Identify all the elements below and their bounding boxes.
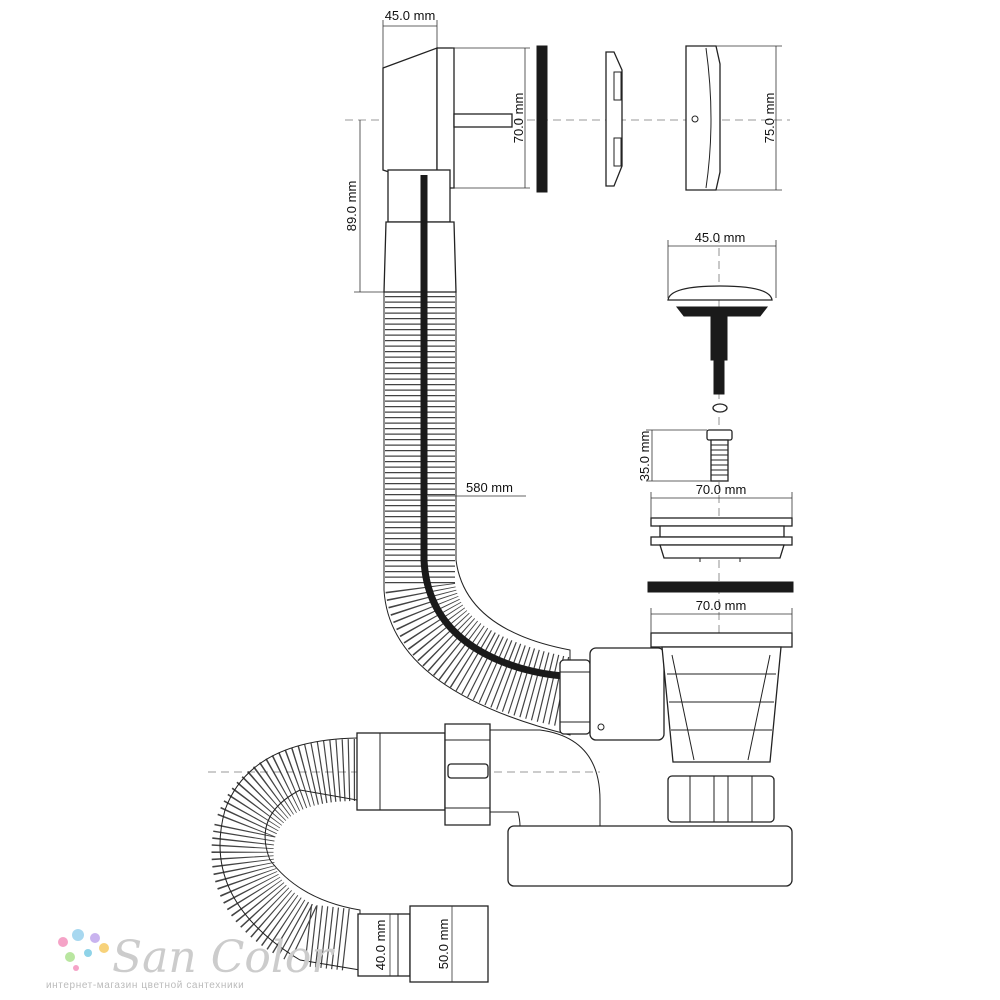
flange-gasket (647, 581, 794, 593)
trap-bowl (490, 729, 793, 887)
label-screw-length: 35.0 mm (637, 431, 652, 482)
overflow-hose (383, 292, 571, 736)
brand-logo: San Color интернет-магазин цветной санте… (46, 929, 335, 991)
outlet-hose-outline (219, 737, 361, 971)
brand-dots (58, 929, 109, 971)
dim-overflow-height (452, 47, 530, 189)
label-overflow-height: 70.0 mm (511, 93, 526, 144)
dim-cover-diameter (716, 45, 782, 191)
overflow-hose-corrugation (385, 296, 573, 727)
label-outlet-inner: 40.0 mm (373, 920, 388, 971)
overflow-gasket (536, 45, 548, 193)
dim-flange-bottom (650, 608, 793, 633)
outlet-nut (356, 723, 491, 826)
label-hose-length: 580 mm (466, 480, 513, 495)
drain-plug (667, 285, 773, 413)
outlet-hose-corrugation (211, 739, 356, 971)
drain-body (650, 632, 793, 823)
label-overflow-drop: 89.0 mm (344, 181, 359, 232)
control-cable (420, 175, 566, 680)
dim-screw-length (646, 429, 711, 482)
dim-overflow-drop (354, 120, 386, 293)
hose-connector (559, 647, 665, 741)
brand-tagline: интернет-магазин цветной сантехники (46, 980, 244, 991)
label-cover-diameter: 75.0 mm (762, 93, 777, 144)
label-flange-top: 70.0 mm (696, 482, 747, 497)
dim-flange-top (650, 492, 793, 518)
drain-flange (650, 517, 793, 562)
brand-name: San Color (112, 932, 335, 983)
label-flange-bottom: 70.0 mm (696, 598, 747, 613)
dim-overflow-width (382, 20, 438, 68)
outlet-adapter (357, 905, 489, 983)
overflow-plate (605, 51, 623, 187)
dim-plug-width (667, 240, 777, 298)
overflow-cover (685, 45, 721, 191)
drain-screw (706, 429, 733, 482)
label-overflow-width: 45.0 mm (385, 8, 436, 23)
overflow-body (382, 47, 513, 293)
label-plug-width: 45.0 mm (695, 230, 746, 245)
label-outlet-outer: 50.0 mm (436, 919, 451, 970)
